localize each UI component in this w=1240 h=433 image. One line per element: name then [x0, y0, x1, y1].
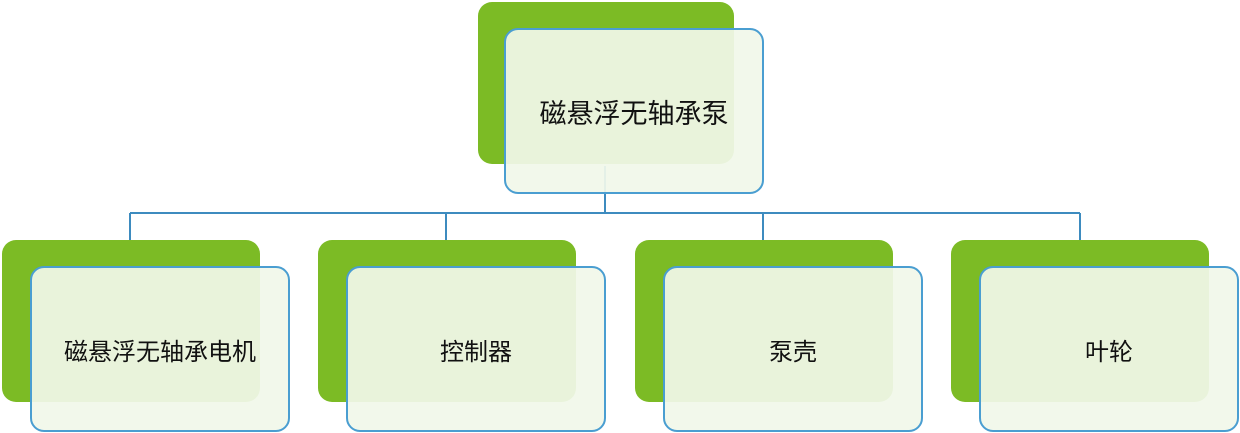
node-child-label: 泵壳 — [769, 337, 817, 366]
node-child-label: 控制器 — [440, 337, 512, 366]
node-child-label: 磁悬浮无轴承电机 — [64, 337, 256, 366]
node-child-card: 叶轮 — [979, 266, 1239, 432]
node-child-card: 泵壳 — [663, 266, 923, 432]
node-root-card: 磁悬浮无轴承泵 — [504, 28, 764, 194]
node-child-pump-casing: 泵壳 — [635, 240, 925, 433]
node-root-label: 磁悬浮无轴承泵 — [539, 98, 729, 130]
node-child-controller: 控制器 — [318, 240, 608, 433]
node-root: 磁悬浮无轴承泵 — [478, 2, 766, 194]
node-child-card: 控制器 — [346, 266, 606, 432]
node-child-label: 叶轮 — [1085, 337, 1133, 366]
node-child-motor: 磁悬浮无轴承电机 — [2, 240, 292, 433]
node-child-impeller: 叶轮 — [951, 240, 1240, 433]
node-child-card: 磁悬浮无轴承电机 — [30, 266, 290, 432]
